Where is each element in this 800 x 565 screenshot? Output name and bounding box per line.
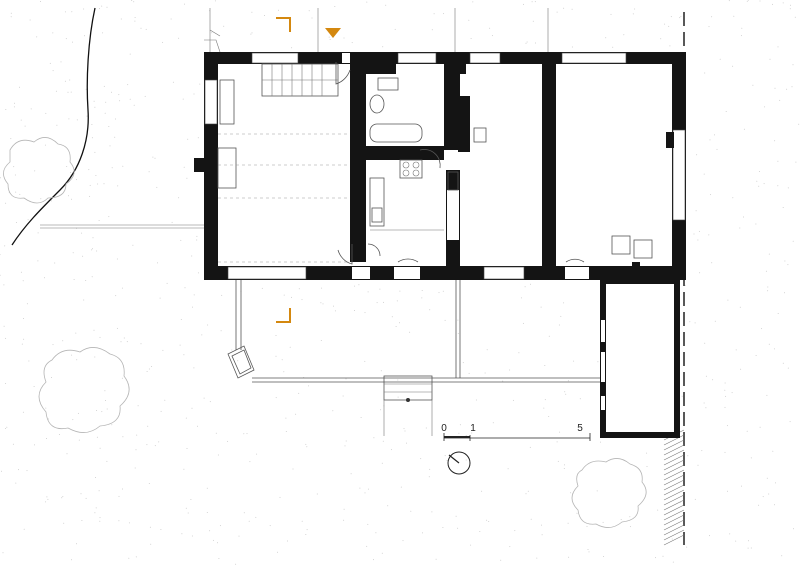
scale-label-5: 5 — [577, 423, 583, 434]
section-marker-bottom — [276, 308, 291, 323]
shed — [600, 278, 680, 438]
terrace — [227, 280, 600, 383]
doors[interactable] — [335, 62, 585, 265]
kitchen-fixtures — [369, 159, 444, 231]
section-marker-top — [276, 17, 291, 32]
hatched-strip — [663, 429, 685, 546]
chimney — [194, 158, 208, 172]
bathroom-fixtures — [369, 77, 423, 143]
scale-bar: 0 1 5 — [441, 423, 591, 441]
tree-bottom-left — [38, 347, 130, 433]
property-boundary — [11, 7, 96, 246]
ceiling-beams — [218, 133, 350, 263]
view-marker-icon — [325, 28, 341, 38]
entrance-steps[interactable] — [383, 375, 433, 436]
paving-strip — [209, 8, 549, 52]
north-arrow-icon — [447, 451, 471, 475]
right-room-furniture — [611, 235, 653, 268]
scale-label-0: 0 — [441, 423, 447, 434]
tree-top-left — [3, 137, 75, 204]
staircase — [261, 63, 339, 97]
interior-walls — [350, 52, 556, 266]
window-openings — [204, 52, 686, 280]
tree-bottom-right — [571, 458, 647, 528]
scale-label-1: 1 — [470, 423, 476, 434]
